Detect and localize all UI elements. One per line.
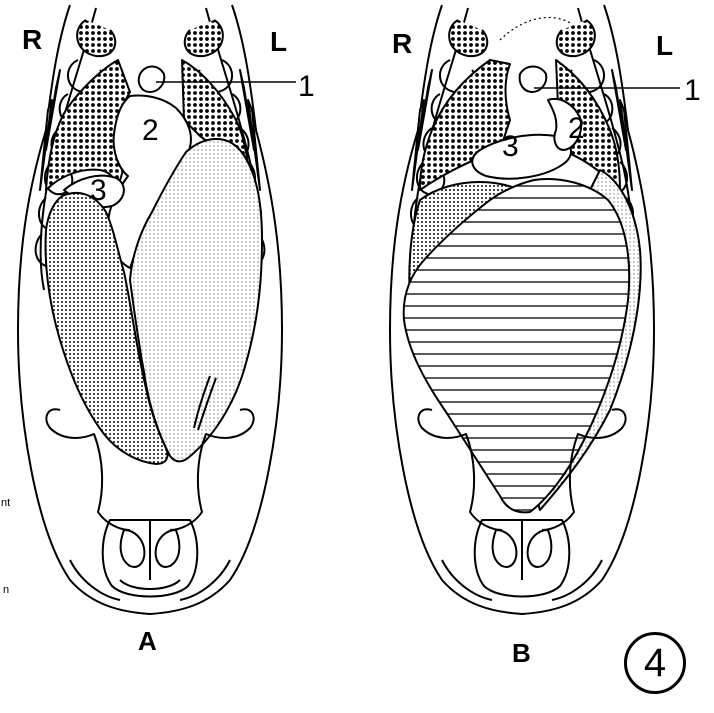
panel-caption-b: B	[512, 640, 531, 666]
panel-b	[390, 5, 680, 614]
left-side-label-a: L	[270, 28, 287, 56]
label-2-b: 2	[568, 114, 585, 144]
right-side-label-a: R	[22, 26, 42, 54]
label-1-b: 1	[684, 76, 701, 106]
label-1-a: 1	[298, 72, 315, 102]
figure-number: 4	[624, 632, 686, 694]
panel-caption-a: A	[138, 628, 157, 654]
right-side-label-b: R	[392, 30, 412, 58]
margin-fragment-1: nt	[1, 498, 10, 509]
left-side-label-b: L	[656, 32, 673, 60]
structure-1-a	[139, 67, 165, 93]
label-2-a: 2	[142, 116, 159, 146]
margin-fragment-2: n	[3, 585, 9, 596]
label-3-a: 3	[90, 176, 107, 206]
label-3-b: 3	[502, 132, 519, 162]
panel-a	[18, 5, 296, 614]
